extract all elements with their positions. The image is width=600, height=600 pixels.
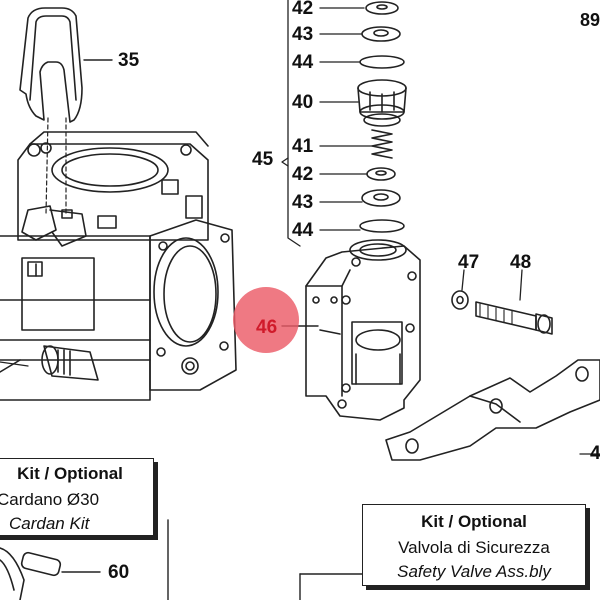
valve-stack bbox=[357, 1, 407, 233]
safety-valve-heading-optional: Optional bbox=[457, 512, 527, 531]
callout-41: 41 bbox=[292, 136, 314, 157]
callout-44-bottom: 44 bbox=[292, 220, 314, 241]
callout-47: 47 bbox=[458, 252, 480, 273]
cardan-kit-heading-sep: / bbox=[44, 464, 50, 483]
leader-lines bbox=[45, 117, 67, 215]
valve-housing-part-46 bbox=[305, 239, 421, 421]
safety-valve-italian: Valvola di Sicurezza bbox=[398, 538, 550, 557]
washer-part-47 bbox=[451, 290, 469, 310]
cardan-kit-heading-kit: Kit bbox=[17, 464, 40, 483]
highlighted-part-marker[interactable] bbox=[233, 287, 299, 353]
callout-40: 40 bbox=[292, 92, 314, 113]
stack-leaders bbox=[319, 7, 373, 231]
callout-43-bottom: 43 bbox=[292, 192, 314, 213]
pump-body bbox=[0, 131, 237, 401]
callout-35: 35 bbox=[118, 50, 140, 71]
callout-46: 46 bbox=[256, 317, 278, 338]
callout-45: 45 bbox=[252, 149, 274, 170]
cardan-kit-heading: Kit / Optional bbox=[0, 465, 153, 482]
callout-42-top: 42 bbox=[292, 0, 314, 19]
page-number: 89 bbox=[580, 10, 600, 30]
safety-valve-heading-kit: Kit bbox=[421, 512, 444, 531]
bolt-part-48 bbox=[475, 301, 553, 335]
safety-valve-english: Safety Valve Ass.bly bbox=[397, 562, 551, 581]
callout-4-partial: 4 bbox=[590, 443, 600, 464]
callout-44-top: 44 bbox=[292, 52, 314, 73]
support-bracket bbox=[385, 359, 600, 461]
cardan-kit-heading-optional: Optional bbox=[53, 464, 123, 483]
cardan-kit-italian: Cardano Ø30 bbox=[0, 490, 100, 509]
callout-43-top: 43 bbox=[292, 24, 314, 45]
cardan-kit-box: Kit / Optional Cardano Ø30 Cardan Kit bbox=[0, 458, 154, 536]
cardan-kit-english: Cardan Kit bbox=[9, 514, 90, 533]
safety-valve-heading-sep: / bbox=[448, 512, 454, 531]
safety-valve-heading: Kit / Optional bbox=[363, 513, 585, 530]
callout-42-bottom: 42 bbox=[292, 164, 314, 185]
safety-valve-kit-box: Kit / Optional Valvola di Sicurezza Safe… bbox=[362, 504, 586, 586]
callout-60: 60 bbox=[108, 562, 130, 583]
callout-48: 48 bbox=[510, 252, 532, 273]
wire-clip-part-35 bbox=[19, 7, 83, 123]
cardan-kit-parts bbox=[0, 547, 101, 600]
